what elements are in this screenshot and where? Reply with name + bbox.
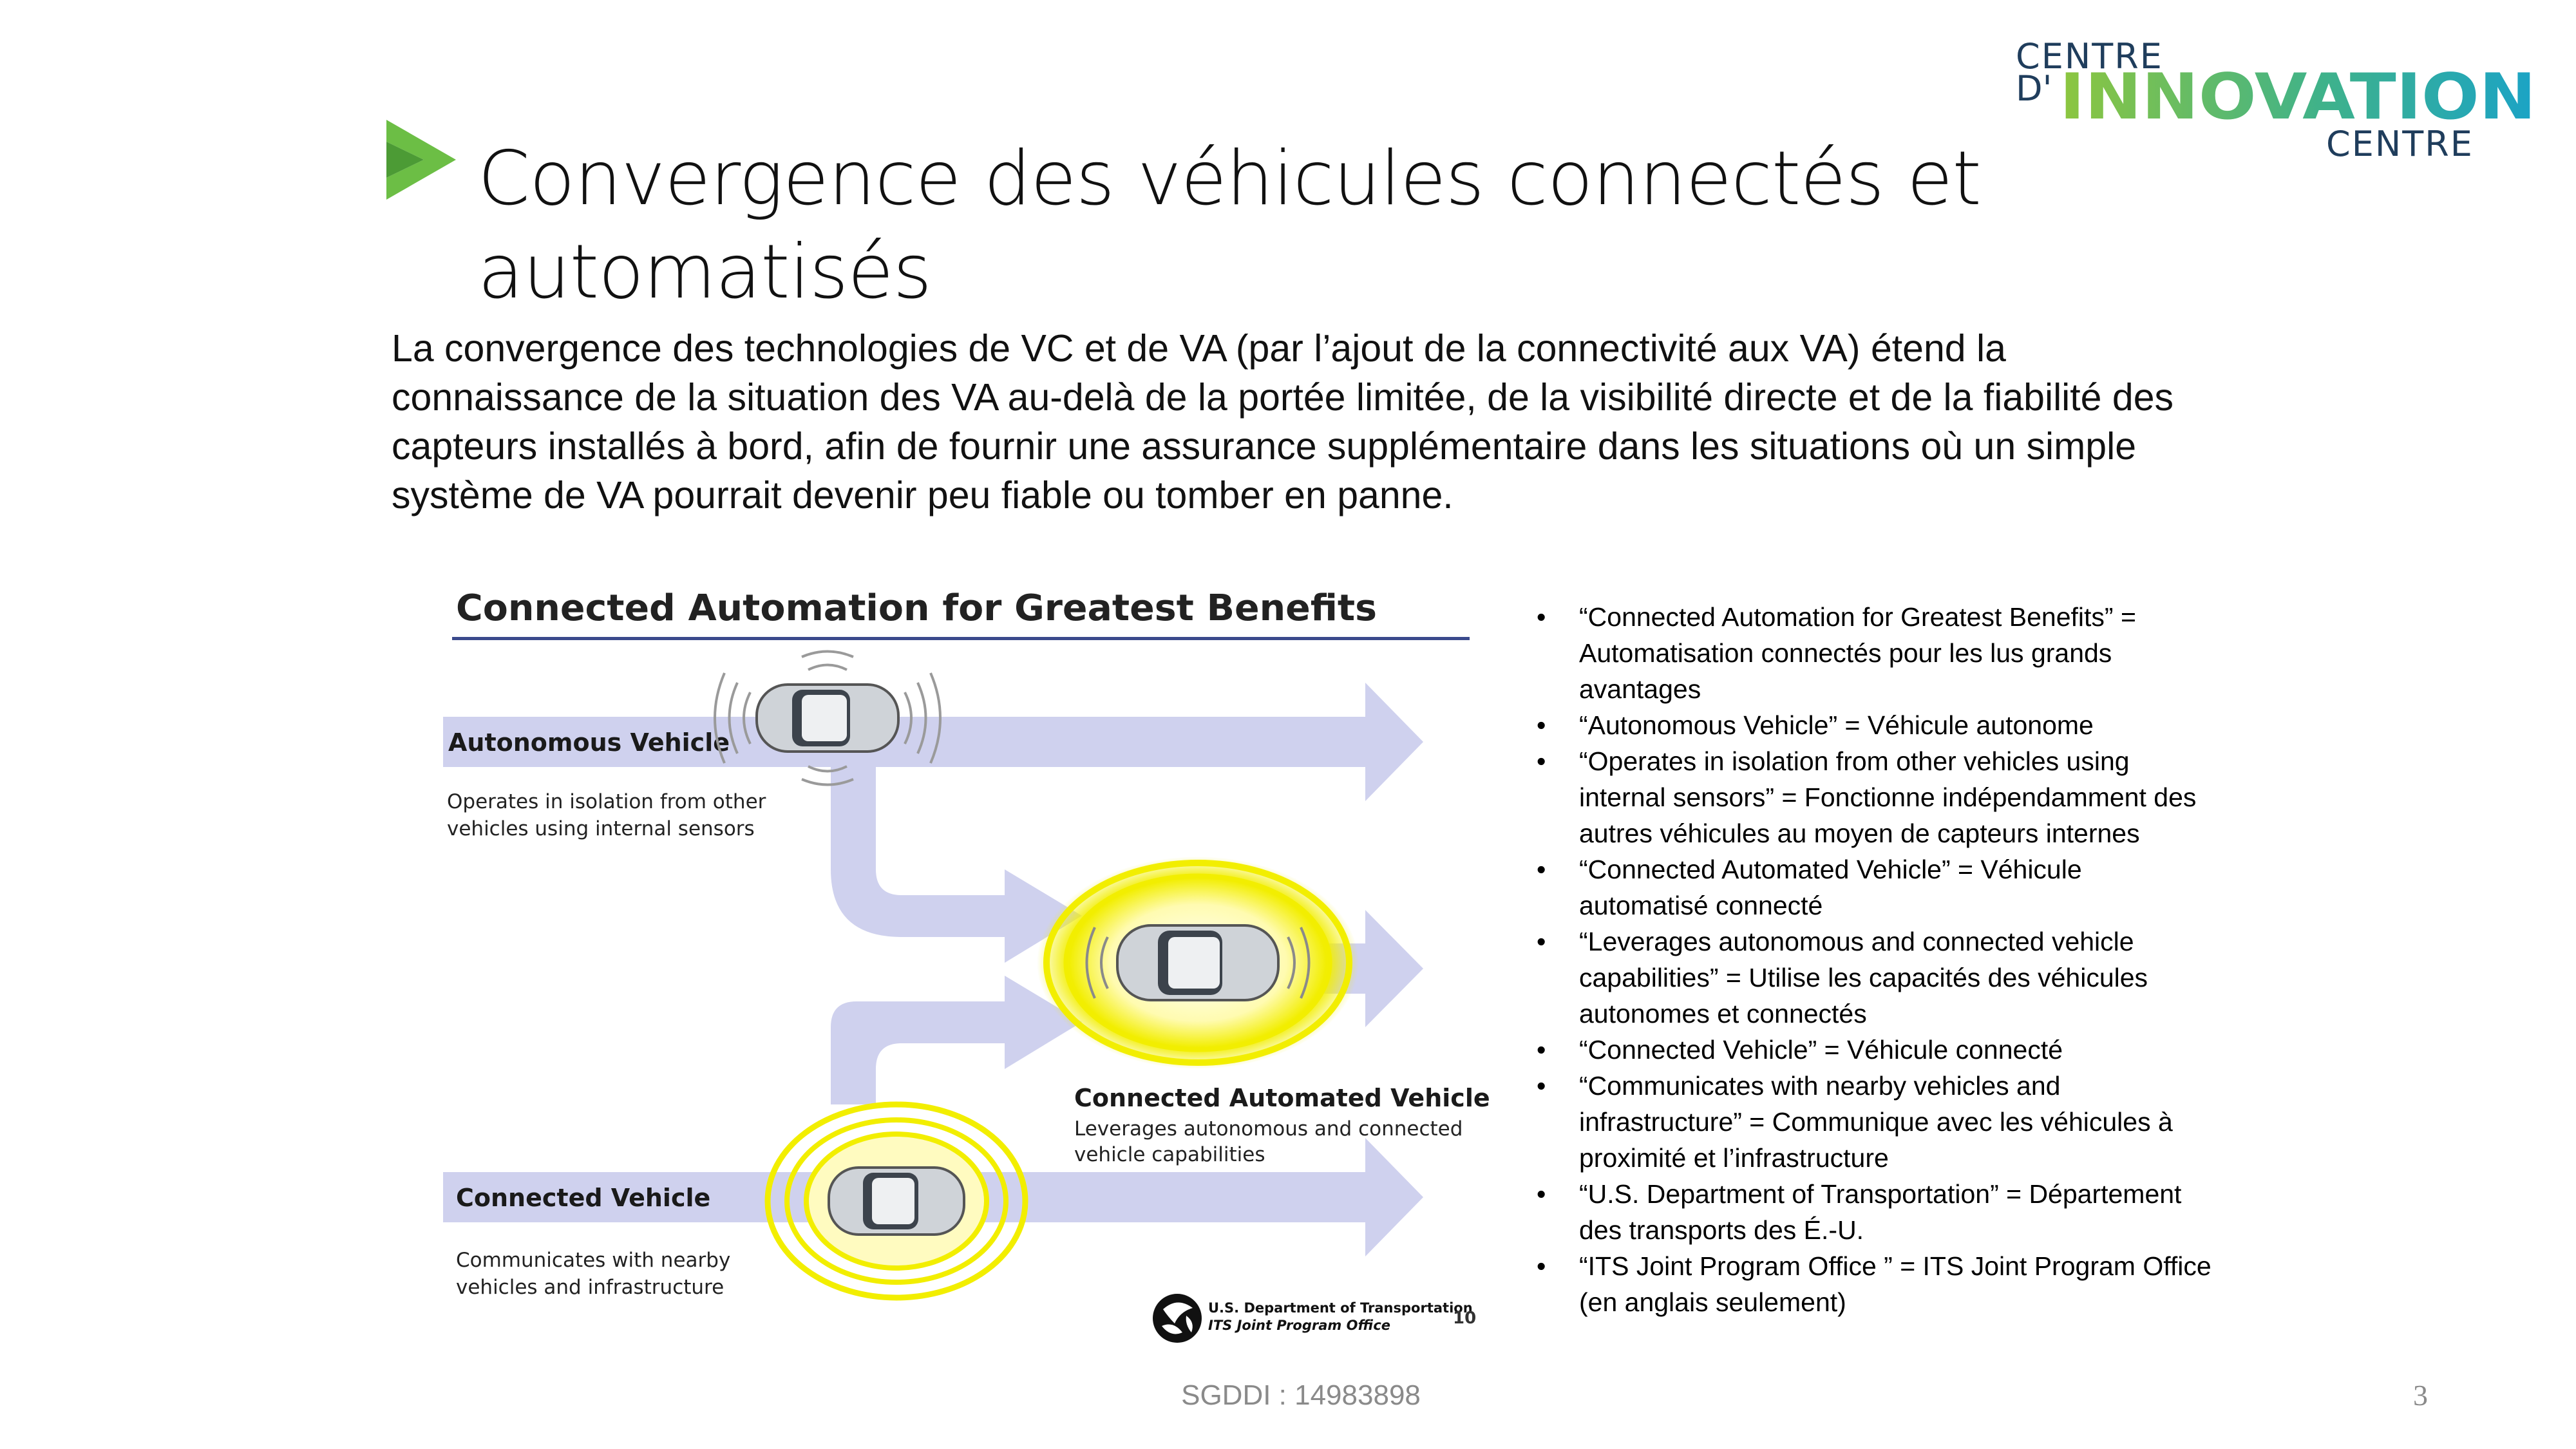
list-item: “U.S. Department of Transportation” = Dé… [1533,1176,2215,1248]
logo-line2-main: INNOVATION [2060,61,2536,134]
figure-page-number: 10 [1453,1309,1476,1328]
list-item: “Autonomous Vehicle” = Véhicule autonome [1533,707,2215,743]
dot-line1: U.S. Department of Transportation [1208,1300,1473,1316]
logo-line3: CENTRE [2326,124,2474,164]
list-item: “Leverages autonomous and connected vehi… [1533,923,2215,1032]
title-line-1: Convergence des véhicules connectés et [478,132,2023,225]
list-item: “ITS Joint Program Office ” = ITS Joint … [1533,1248,2215,1320]
cv-label: Connected Vehicle [456,1184,710,1212]
page-number: 3 [2376,1378,2428,1412]
av-label: Autonomous Vehicle [448,728,730,757]
connected-automation-figure: Connected Automation for Greatest Benefi… [438,576,1494,1352]
cv-desc-line1: Communicates with nearby [456,1249,730,1272]
slide-title: Convergence des véhicules connectés et a… [478,132,2023,319]
list-item: “Connected Vehicle” = Véhicule connecté [1533,1032,2215,1068]
cav-label: Connected Automated Vehicle [1074,1084,1490,1112]
cav-desc-line2: vehicle capabilities [1074,1143,1265,1166]
figure-heading: Connected Automation for Greatest Benefi… [456,587,1377,629]
list-item: “Connected Automated Vehicle” = Véhicule… [1533,851,2215,923]
cav-desc-line1: Leverages autonomous and connected [1074,1117,1463,1141]
logo-line2-prefix: D' [2016,68,2052,109]
connected-automated-car-icon [1037,857,1359,1069]
list-item: “Operates in isolation from other vehicl… [1533,743,2215,851]
cv-to-cav-arrow [831,976,1082,1104]
av-desc-line1: Operates in isolation from other [447,790,766,813]
dot-line2: ITS Joint Program Office [1208,1318,1390,1333]
title-line-2: automatisés [478,225,2023,319]
translation-notes-list: “Connected Automation for Greatest Benef… [1533,599,2215,1320]
innovation-centre-logo: CENTRE D' INNOVATION CENTRE [2009,39,2537,167]
document-id: SGDDI : 14983898 [1095,1379,1507,1412]
cv-desc-line2: vehicles and infrastructure [456,1276,724,1299]
usdot-logo-icon [1153,1294,1202,1343]
title-chevron-icon [386,116,464,206]
figure-heading-rule [452,637,1470,640]
list-item: “Connected Automation for Greatest Benef… [1533,599,2215,707]
connected-car-icon [768,1104,1025,1298]
intro-paragraph: La convergence des technologies de VC et… [392,324,2182,520]
list-item: “Communicates with nearby vehicles and i… [1533,1068,2215,1176]
av-desc-line2: vehicles using internal sensors [447,817,755,840]
